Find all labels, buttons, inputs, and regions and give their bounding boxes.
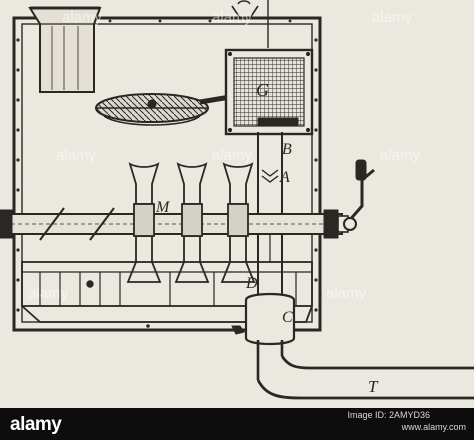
watermark-text: alamy [212, 9, 253, 26]
brand-logo: alamy [10, 414, 62, 435]
label-b: B [282, 141, 292, 158]
outlet-pipe [146, 292, 474, 400]
stock-url: www.alamy.com [401, 422, 466, 432]
bottom-rack [21, 261, 313, 323]
watermark-text: alamy [380, 147, 421, 164]
watermark-text: alamy [326, 285, 367, 302]
label-g: G [256, 80, 269, 100]
label-m: M [155, 199, 171, 216]
watermark-text: alamy [372, 9, 413, 26]
hopper [28, 6, 102, 93]
watermark-text: alamy [62, 9, 103, 26]
screen-g [224, 48, 314, 136]
stock-footer-bar: alamy Image ID: 2AMYD36 www.alamy.com [0, 408, 474, 440]
label-c: C [282, 309, 293, 326]
watermark-text: alamy [28, 285, 69, 302]
watermark-text: alamy [56, 147, 97, 164]
label-d: D [245, 275, 258, 292]
label-t: T [368, 377, 379, 396]
paddles-m [126, 162, 256, 283]
watermarks: alamy alamy alamy alamy alamy alamy alam… [28, 9, 421, 302]
rivets [16, 19, 318, 312]
shaft [0, 207, 349, 241]
image-id-label: Image ID: 2AMYD36 [347, 410, 430, 420]
label-a: A [279, 169, 290, 186]
watermark-text: alamy [212, 147, 253, 164]
apparatus-figure: G B A M D C T alamy alamy alamy alamy al… [0, 0, 474, 400]
crank-handle [343, 159, 375, 231]
